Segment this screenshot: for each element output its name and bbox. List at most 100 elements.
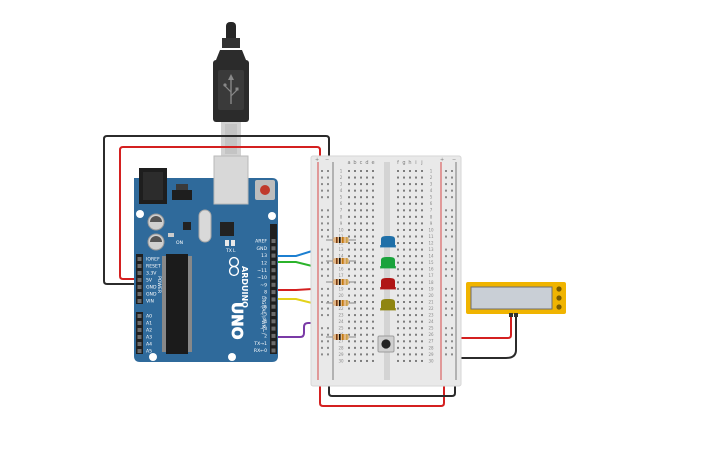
column-label: c	[360, 160, 363, 166]
led-yellow[interactable]	[380, 299, 396, 311]
usb-chip	[220, 222, 234, 236]
digital-pin[interactable]	[271, 319, 276, 324]
resistor[interactable]	[326, 300, 356, 306]
resistor[interactable]	[326, 334, 356, 340]
column-label: f	[397, 160, 399, 166]
digital-pin[interactable]	[271, 275, 276, 280]
buzzer-screen	[470, 286, 553, 310]
digital-pin[interactable]	[271, 326, 276, 331]
buzzer-pin	[556, 286, 562, 292]
analog-pin[interactable]	[137, 328, 142, 332]
row-number: 7	[430, 208, 433, 213]
crystal-oscillator	[198, 209, 212, 243]
row-number: 28	[338, 345, 344, 350]
digital-pin[interactable]	[271, 282, 276, 287]
rail-minus-label-right: −	[452, 157, 456, 163]
row-number: 5	[430, 195, 433, 200]
l-label: L	[233, 248, 236, 254]
power-label: GND	[146, 292, 157, 298]
analog-header	[136, 312, 143, 354]
row-number: 12	[428, 240, 434, 245]
led-green[interactable]	[380, 257, 396, 269]
column-label: i	[415, 160, 416, 166]
digital-pin[interactable]	[271, 253, 276, 258]
analog-pin[interactable]	[137, 321, 142, 325]
led-red[interactable]	[380, 278, 396, 290]
analog-label: A2	[146, 328, 152, 334]
digital-pin[interactable]	[271, 333, 276, 338]
led-blue[interactable]	[380, 236, 396, 248]
row-number: 7	[340, 208, 343, 213]
usb-strain-relief	[222, 38, 240, 48]
digital-pin[interactable]	[271, 348, 276, 353]
row-number: 1	[340, 168, 343, 173]
row-number: 27	[428, 339, 434, 344]
analog-pin[interactable]	[137, 342, 142, 346]
analog-pin[interactable]	[137, 314, 142, 318]
digital-label: RX←0	[254, 348, 267, 354]
digital-label: ~11	[257, 268, 267, 274]
leds	[380, 236, 396, 311]
column-label: e	[371, 160, 374, 166]
row-number: 11	[428, 234, 434, 239]
board-led-tx	[225, 240, 229, 246]
digital-label: 13	[261, 253, 267, 259]
row-number: 13	[338, 247, 344, 252]
resistor[interactable]	[326, 258, 356, 264]
row-number: 20	[428, 293, 434, 298]
mount-hole	[136, 210, 144, 218]
push-button[interactable]	[377, 335, 395, 353]
analog-pin[interactable]	[137, 349, 142, 353]
row-number: 4	[430, 188, 433, 193]
row-number: 30	[428, 358, 434, 363]
piezo-buzzer-module[interactable]	[466, 282, 566, 317]
row-number: 10	[338, 227, 344, 232]
usb-cable[interactable]	[213, 22, 249, 156]
power-pin[interactable]	[137, 299, 142, 303]
rail-plus-label-right: +	[440, 157, 444, 163]
row-number: 14	[428, 254, 434, 259]
digital-label: TX→1	[253, 341, 267, 347]
row-number: 25	[428, 326, 434, 331]
digital-label: ~3	[260, 326, 267, 332]
column-label: b	[353, 160, 356, 166]
row-number: 18	[428, 280, 434, 285]
row-number: 6	[340, 201, 343, 206]
power-pin[interactable]	[137, 257, 142, 261]
row-number: 29	[338, 352, 344, 357]
resistor[interactable]	[326, 237, 356, 243]
analog-label: A5	[146, 349, 152, 355]
row-number: 3	[430, 182, 433, 187]
on-label: ON	[176, 240, 183, 246]
digital-pin[interactable]	[271, 341, 276, 346]
analog-label: A3	[146, 335, 152, 341]
digital-pin[interactable]	[271, 268, 276, 273]
row-number: 28	[428, 345, 434, 350]
row-number: 22	[428, 306, 434, 311]
analog-label: A4	[146, 342, 152, 348]
analog-pin[interactable]	[137, 335, 142, 339]
power-pin[interactable]	[137, 285, 142, 289]
digital-pin[interactable]	[271, 290, 276, 295]
power-pin[interactable]	[137, 264, 142, 268]
power-pin[interactable]	[137, 278, 142, 282]
digital-header	[270, 224, 277, 354]
resistor[interactable]	[326, 279, 356, 285]
row-number: 26	[428, 332, 434, 337]
power-pin[interactable]	[137, 292, 142, 296]
digital-pin[interactable]	[271, 304, 276, 309]
power-label: 5V	[146, 278, 153, 284]
column-label: h	[408, 160, 411, 166]
mount-hole	[268, 212, 276, 220]
digital-pin[interactable]	[271, 312, 276, 316]
wire-gnd-black	[103, 135, 330, 285]
arduino-uno-board[interactable]: TX L ON ARDUINO UNO POWER DIGITAL (PWM~)…	[134, 155, 278, 362]
digital-pin[interactable]	[271, 297, 276, 302]
digital-pin[interactable]	[271, 246, 276, 251]
row-number: 8	[340, 214, 343, 219]
power-pin[interactable]	[137, 271, 142, 275]
digital-pin[interactable]	[271, 239, 276, 243]
analog-label: A0	[146, 314, 152, 320]
digital-pin[interactable]	[271, 260, 276, 265]
